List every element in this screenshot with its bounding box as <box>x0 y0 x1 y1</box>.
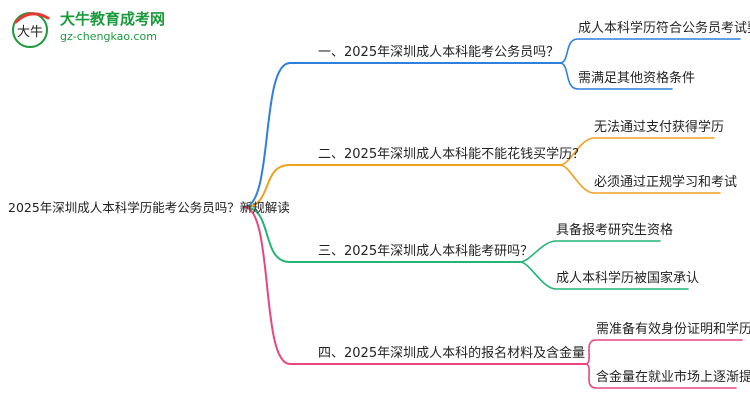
logo-url: gz-chengkao.com <box>60 30 157 43</box>
branch-3-label[interactable]: 三、2025年深圳成人本科能考研吗？ <box>318 244 534 259</box>
leaf-1-2[interactable]: 需满足其他资格条件 <box>578 71 696 86</box>
logo-emblem-icon: 大牛 <box>12 12 50 48</box>
leaf-4-2[interactable]: 含金量在就业市场上逐渐提升 <box>596 370 750 385</box>
branch-1-connector <box>243 62 561 208</box>
branch-2-connector <box>243 164 561 208</box>
leaf-1-1-connector <box>559 38 741 64</box>
leaf-2-1-connector <box>559 137 715 166</box>
leaf-1-1[interactable]: 成人本科学历符合公务员考试要求 <box>578 21 750 36</box>
leaf-1-2-connector <box>559 62 673 90</box>
leaf-4-1-connector <box>584 339 743 365</box>
branch-3-connector <box>243 206 521 263</box>
logo-glyph: 大牛 <box>17 25 43 40</box>
branch-4-label[interactable]: 四、2025年深圳成人本科的报名材料及含金量 <box>318 346 586 361</box>
leaf-2-2[interactable]: 必须通过正规学习和考试 <box>594 175 738 190</box>
branch-2-label[interactable]: 二、2025年深圳成人本科能不能花钱买学历？ <box>318 147 586 162</box>
leaf-3-2[interactable]: 成人本科学历被国家承认 <box>556 271 700 286</box>
site-logo[interactable]: 大牛 大牛教育成考网 gz-chengkao.com <box>8 6 178 52</box>
leaf-3-1[interactable]: 具备报考研究生资格 <box>556 223 674 238</box>
leaf-2-2-connector <box>559 164 721 194</box>
leaf-4-2-connector <box>584 363 737 389</box>
root-topic[interactable]: 2025年深圳成人本科学历能考公务员吗？新规解读 <box>8 200 290 215</box>
leaf-2-1[interactable]: 无法通过支付获得学历 <box>594 120 725 135</box>
logo-title: 大牛教育成考网 <box>60 10 166 28</box>
branch-1-label[interactable]: 一、2025年深圳成人本科能考公务员吗？ <box>318 45 560 60</box>
leaf-4-1[interactable]: 需准备有效身份证明和学历证明 <box>596 322 750 337</box>
branch-4-connector <box>243 206 586 365</box>
leaf-3-2-connector <box>519 261 689 290</box>
leaf-3-1-connector <box>519 240 661 263</box>
